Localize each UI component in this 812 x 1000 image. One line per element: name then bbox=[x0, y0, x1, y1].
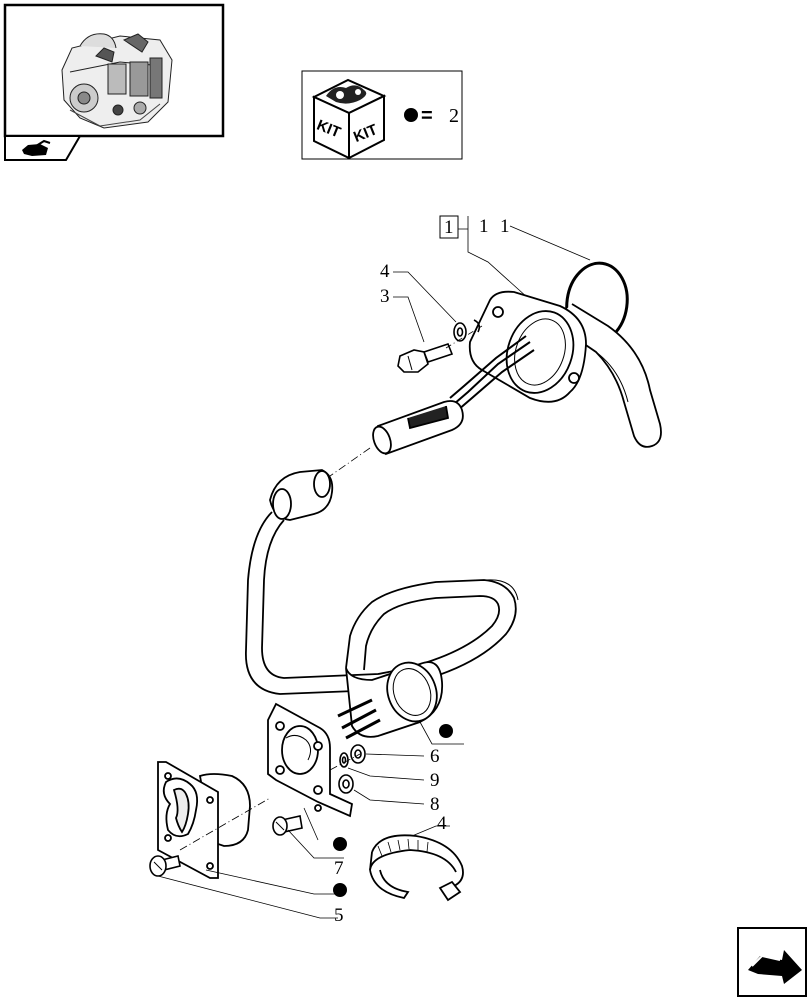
next-page-arrow-icon bbox=[748, 950, 802, 984]
callout-9: 9 bbox=[430, 770, 440, 791]
callout-4-bottom: 4 bbox=[437, 813, 447, 834]
cable-harness bbox=[245, 469, 519, 740]
callout-1b: 1 bbox=[500, 216, 510, 237]
mounting-bracket bbox=[267, 702, 354, 818]
book-tab-icon bbox=[4, 135, 82, 161]
callout-group-1: 1 1 1 bbox=[439, 215, 591, 299]
next-page-button[interactable] bbox=[737, 927, 807, 997]
callout-7: 7 bbox=[334, 858, 344, 879]
kit-legend: KIT KIT = 2 bbox=[301, 70, 463, 160]
callout-4-top: 4 bbox=[380, 261, 457, 323]
callout-3: 3 bbox=[380, 286, 425, 343]
connector-sleeve bbox=[372, 400, 464, 456]
callout-5: 5 bbox=[334, 905, 344, 926]
washer-9 bbox=[339, 752, 349, 768]
callout-6: 6 bbox=[430, 746, 440, 767]
screw-5 bbox=[149, 855, 181, 877]
callout-box-1: 1 bbox=[444, 217, 454, 238]
washer-6 bbox=[350, 744, 366, 764]
socket-housing bbox=[157, 761, 251, 879]
washer-4 bbox=[453, 319, 481, 342]
kit-dot-5 bbox=[333, 883, 347, 897]
cable-tie-4 bbox=[369, 834, 464, 902]
kit-dot-marker bbox=[404, 108, 418, 122]
kit-dot-7 bbox=[333, 837, 347, 851]
callout-8: 8 bbox=[430, 794, 440, 815]
heater-flange-assembly bbox=[449, 261, 662, 448]
kit-box-icon: KIT KIT bbox=[311, 78, 387, 160]
kit-dot-6 bbox=[439, 724, 453, 738]
screw-7 bbox=[272, 815, 303, 836]
engine-thumbnail-icon bbox=[61, 33, 173, 129]
kit-count: 2 bbox=[449, 105, 459, 127]
callout-4-top-label: 4 bbox=[380, 261, 390, 282]
kit-equals: = bbox=[421, 105, 433, 127]
callout-1a: 1 bbox=[479, 216, 489, 237]
engine-thumbnail[interactable] bbox=[3, 3, 225, 161]
callout-3-label: 3 bbox=[380, 286, 390, 307]
nut-8 bbox=[338, 774, 354, 794]
bolt-3 bbox=[397, 343, 454, 373]
